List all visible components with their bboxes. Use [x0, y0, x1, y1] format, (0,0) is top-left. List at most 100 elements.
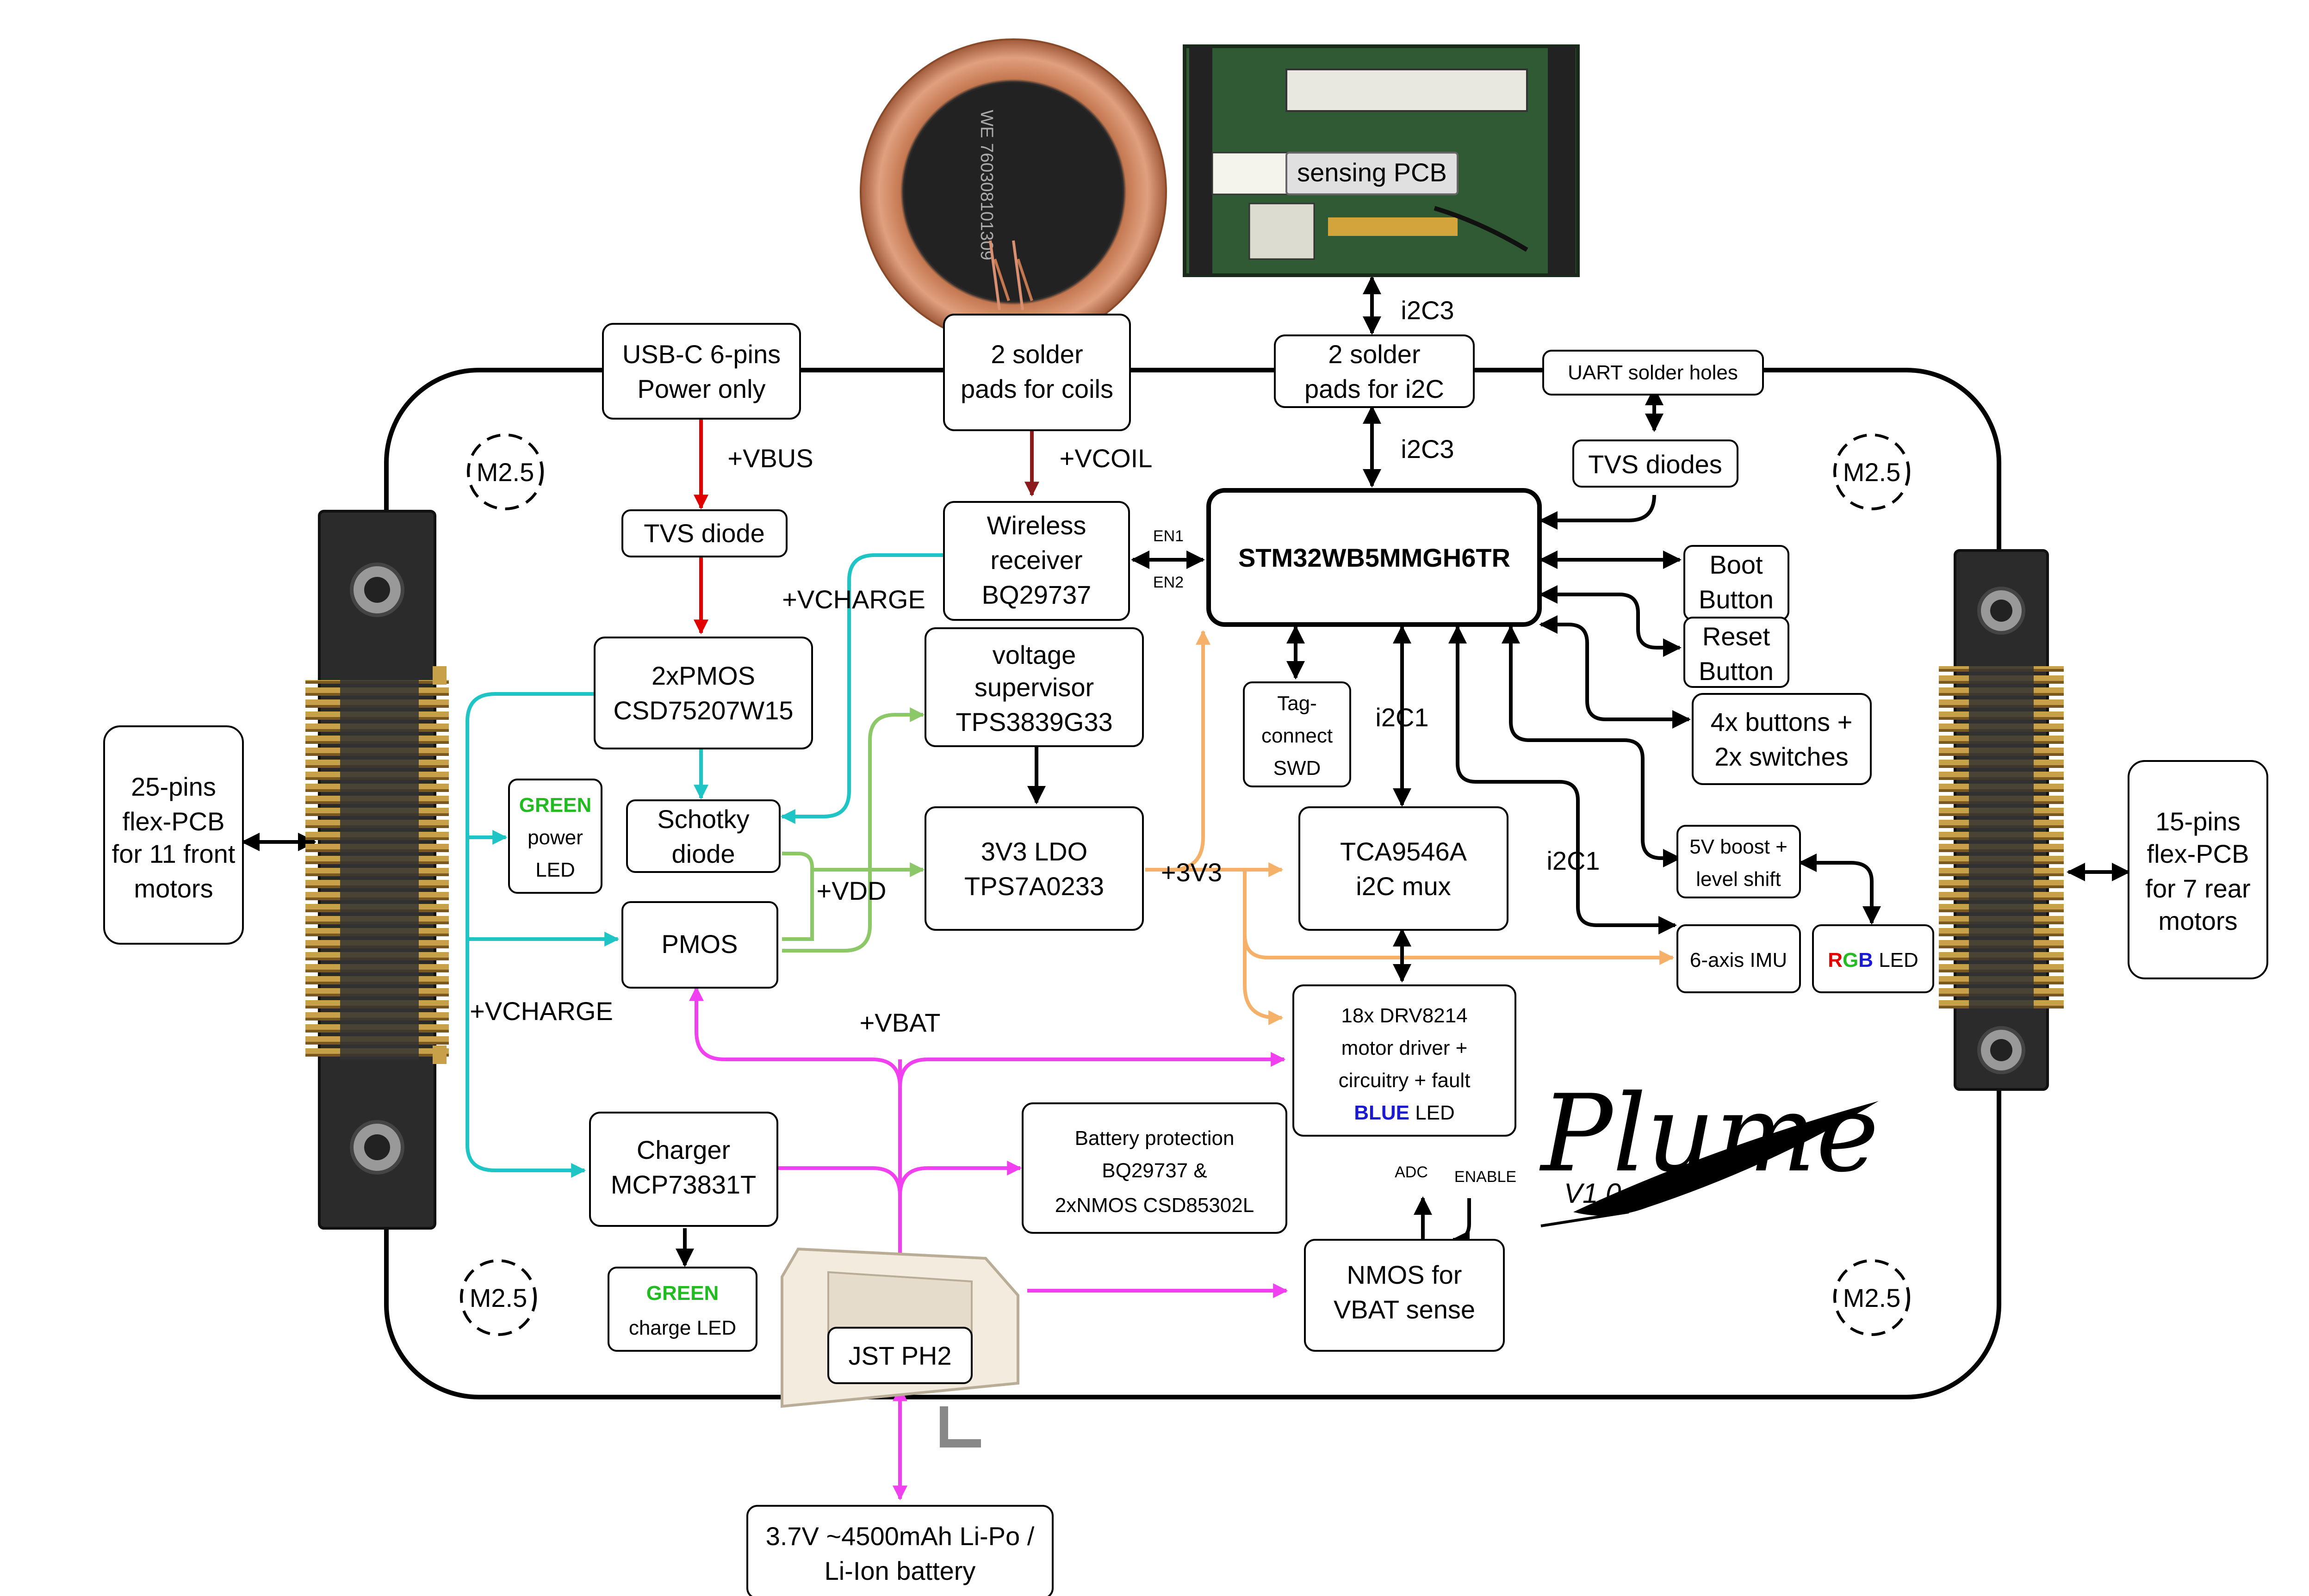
- svg-text:5V boost +: 5V boost +: [1689, 835, 1788, 858]
- svg-text:Charger: Charger: [637, 1135, 730, 1164]
- svg-text:connect: connect: [1261, 724, 1333, 747]
- tvs-diodes-box: TVS diodes: [1572, 439, 1738, 488]
- svg-text:TVS diodes: TVS diodes: [1588, 450, 1722, 479]
- v3v3-line: [1243, 870, 1284, 1025]
- rgb-line: [1798, 854, 1881, 925]
- svg-text:JST PH2: JST PH2: [848, 1341, 951, 1370]
- uart-line: [1539, 495, 1656, 530]
- plume-logo: Plume V1.0: [1539, 1072, 1879, 1227]
- usb-c-connector-box: USB-C 6-pins Power only: [602, 323, 801, 420]
- vbat-label: +VBAT: [860, 1008, 941, 1037]
- imu-line: [1448, 625, 1677, 934]
- svg-text:STM32WB5MMGH6TR: STM32WB5MMGH6TR: [1238, 543, 1510, 572]
- svg-text:2xPMOS: 2xPMOS: [652, 661, 755, 690]
- battery-protection-box: Battery protection BQ29737 & 2xNMOS CSD8…: [1022, 1102, 1287, 1234]
- mounting-hole: M2.5: [1833, 433, 1910, 510]
- svg-text:2 solder: 2 solder: [991, 340, 1083, 369]
- coil-wire: [989, 240, 1001, 310]
- svg-text:TVS diode: TVS diode: [644, 519, 765, 548]
- vdd-label: +VDD: [817, 876, 887, 905]
- svg-text:M2.5: M2.5: [470, 1283, 528, 1312]
- vbat-line: [777, 1166, 902, 1196]
- svg-text:supervisor: supervisor: [974, 673, 1094, 702]
- svg-text:TPS3839G33: TPS3839G33: [956, 707, 1112, 736]
- rgb-led-box: RGB LED: [1812, 924, 1934, 993]
- svg-text:TPS7A0233: TPS7A0233: [964, 872, 1104, 901]
- boost-level-shift-box: 5V boost + level shift: [1676, 825, 1801, 898]
- svg-text:GREEN: GREEN: [519, 794, 591, 817]
- svg-text:pads for i2C: pads for i2C: [1304, 374, 1444, 403]
- svg-text:WE 760308101309: WE 760308101309: [977, 110, 996, 260]
- svg-text:SWD: SWD: [1273, 757, 1321, 779]
- buttons-line: [1539, 615, 1691, 729]
- vcharge-label: +VCHARGE: [782, 585, 925, 614]
- svg-text:NMOS for: NMOS for: [1347, 1260, 1462, 1289]
- imu-box: 6-axis IMU: [1676, 924, 1801, 993]
- uart-solder-holes-box: UART solder holes: [1542, 350, 1764, 396]
- svg-text:motors: motors: [2158, 906, 2237, 935]
- svg-text:Power only: Power only: [637, 374, 765, 403]
- green-charge-led-box: GREEN charge LED: [608, 1267, 757, 1352]
- svg-text:USB-C 6-pins: USB-C 6-pins: [622, 340, 781, 369]
- reset-line: [1539, 585, 1682, 657]
- svg-text:diode: diode: [671, 839, 735, 868]
- svg-text:MCP73831T: MCP73831T: [611, 1170, 756, 1199]
- svg-text:charge LED: charge LED: [629, 1317, 736, 1339]
- adc-label: ADC: [1395, 1163, 1428, 1181]
- boot-button-box: Boot Button: [1683, 545, 1789, 621]
- v3v3-line: [1170, 630, 1210, 872]
- svg-text:Schotky: Schotky: [657, 804, 749, 834]
- pmos-box: PMOS: [621, 901, 778, 989]
- enable-label: ENABLE: [1454, 1168, 1516, 1186]
- svg-text:BQ29737: BQ29737: [982, 580, 1092, 609]
- rear-flex-pcb-box: 15-pins flex-PCB for 7 rear motors: [2128, 760, 2268, 979]
- schottky-diode-box: Schotky diode: [626, 799, 781, 873]
- svg-text:for 7 rear: for 7 rear: [2145, 874, 2250, 903]
- svg-text:BLUE LED: BLUE LED: [1354, 1101, 1455, 1124]
- buttons-switches-box: 4x buttons + 2x switches: [1692, 693, 1872, 785]
- v3v3-label: +3V3: [1161, 858, 1222, 887]
- sensing-pcb-image: sensing PCB: [1183, 44, 1580, 277]
- vdd-line: [782, 707, 925, 953]
- svg-text:voltage: voltage: [993, 640, 1076, 669]
- dual-pmos-box: 2xPMOS CSD75207W15: [594, 637, 813, 749]
- svg-text:motors: motors: [134, 874, 213, 903]
- i2c-solder-pads-box: 2 solder pads for i2C: [1274, 334, 1475, 408]
- enable-signal-line: [1451, 1198, 1471, 1249]
- vdd-line: [782, 852, 814, 941]
- i2c-mux-box: TCA9546A i2C mux: [1298, 806, 1508, 931]
- svg-text:2x switches: 2x switches: [1714, 742, 1848, 771]
- en1-label: EN1: [1153, 527, 1184, 545]
- en2-label: EN2: [1153, 574, 1184, 591]
- svg-text:25-pins: 25-pins: [131, 772, 216, 801]
- reset-button-box: Reset Button: [1683, 617, 1789, 688]
- svg-text:power: power: [528, 826, 583, 849]
- svg-text:BQ29737 &: BQ29737 &: [1102, 1159, 1207, 1182]
- voltage-supervisor-box: voltage supervisor TPS3839G33: [925, 627, 1144, 747]
- boost-line: [1502, 625, 1682, 867]
- vcharge-label: +VCHARGE: [470, 996, 613, 1026]
- v3v3-line: [1243, 934, 1675, 965]
- svg-text:Plume: Plume: [1539, 1072, 1879, 1196]
- svg-text:UART solder holes: UART solder holes: [1568, 361, 1738, 384]
- svg-text:for 11 front: for 11 front: [112, 839, 236, 868]
- vcharge-line: [780, 553, 943, 824]
- wireless-coil-image: WE 760308101309: [860, 38, 1167, 346]
- microcontroller-box: STM32WB5MMGH6TR: [1206, 488, 1542, 627]
- charger-box: Charger MCP73831T: [589, 1112, 778, 1227]
- svg-text:Wireless: Wireless: [987, 511, 1086, 540]
- mounting-hole: M2.5: [467, 433, 544, 510]
- front-flex-pcb-box: 25-pins flex-PCB for 11 front motors: [103, 725, 244, 945]
- svg-text:Battery protection: Battery protection: [1075, 1127, 1235, 1150]
- vcoil-label: +VCOIL: [1060, 444, 1153, 473]
- svg-text:level shift: level shift: [1696, 868, 1781, 891]
- svg-text:PMOS: PMOS: [662, 929, 738, 959]
- svg-text:VBAT sense: VBAT sense: [1334, 1295, 1475, 1324]
- svg-text:LED: LED: [535, 859, 575, 881]
- svg-text:circuitry + fault: circuitry + fault: [1339, 1069, 1471, 1092]
- nmos-vbat-sense-box: NMOS for VBAT sense: [1304, 1239, 1505, 1352]
- svg-text:flex-PCB: flex-PCB: [2147, 839, 2249, 868]
- svg-text:motor driver +: motor driver +: [1341, 1037, 1468, 1059]
- svg-text:RGB LED: RGB LED: [1828, 949, 1918, 971]
